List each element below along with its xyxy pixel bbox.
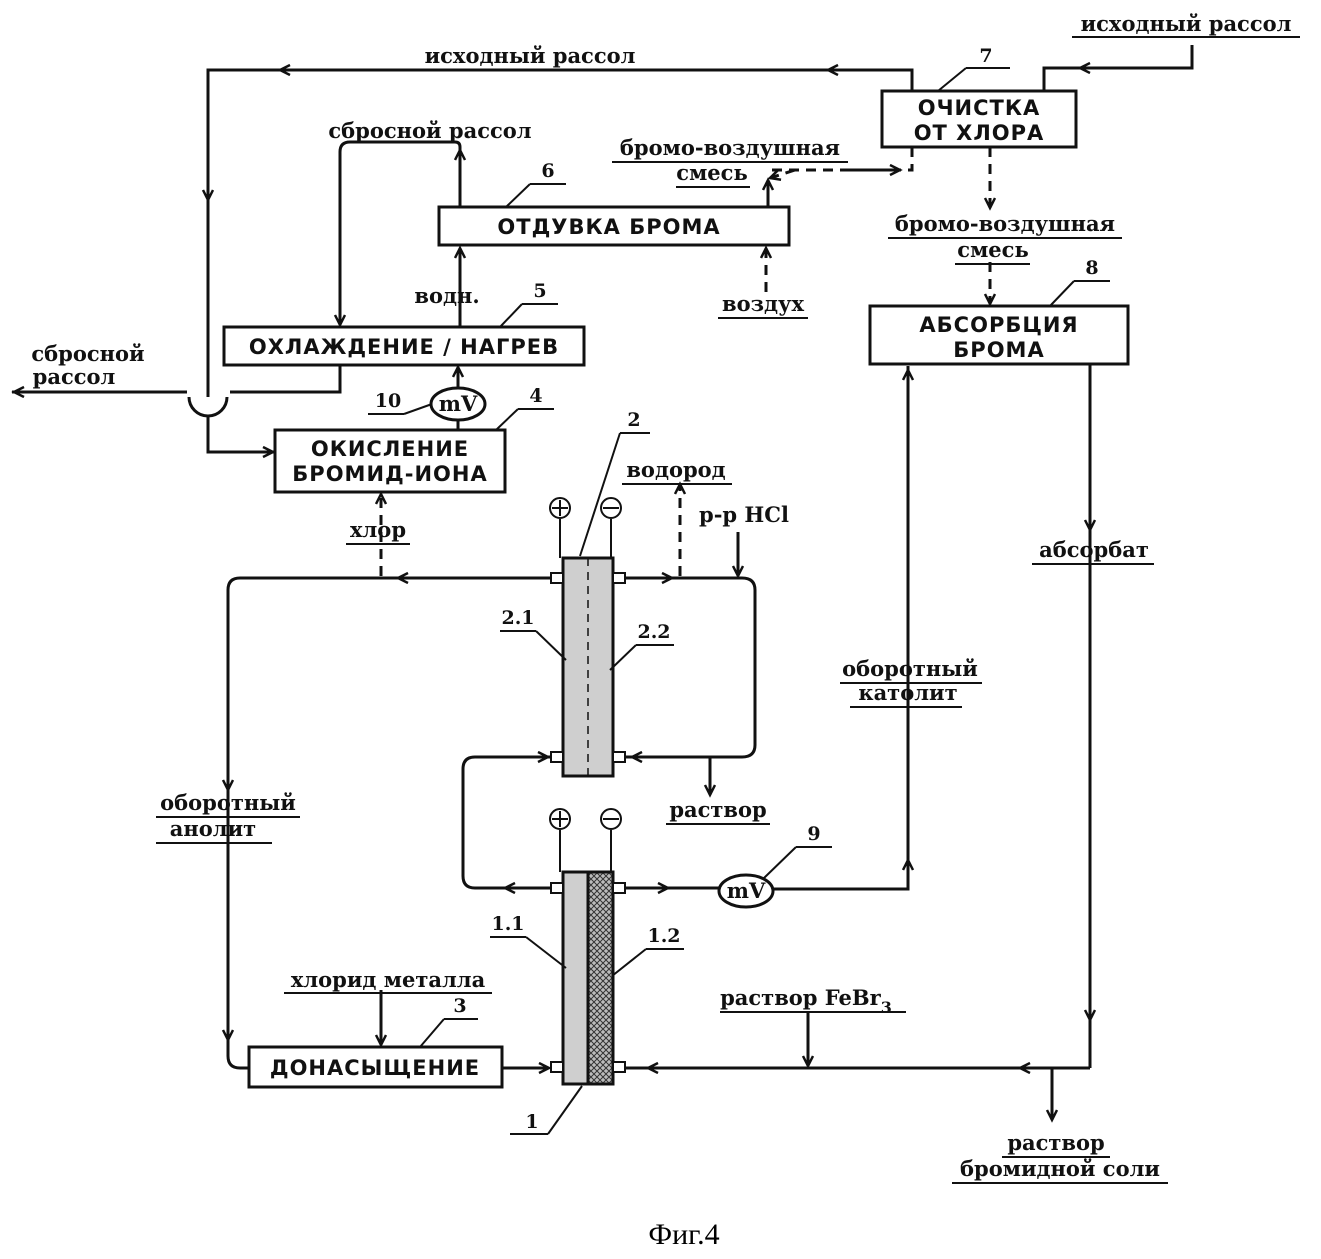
num-10: 10 [375,390,401,412]
line-anolyte-loop [228,578,551,1068]
box-3-label: ДОНАСЫЩЕНИЕ [270,1056,480,1080]
num-1-2: 1.2 [647,925,680,947]
electrolyzer-2 [551,519,625,776]
leader-10: 10 [368,390,432,414]
box-8-bromine-absorption: АБСОРБЦИЯ БРОМА [870,306,1128,364]
label-brine-in-left: исходный рассол [425,43,636,68]
terminal-plus-2 [550,498,570,518]
line-e2-cathode-loop [625,578,755,757]
leader-1-2: 1.2 [612,925,684,976]
box-4-bromide-oxidation: ОКИСЛЕНИЕ БРОМИД-ИОНА [275,430,505,492]
leader-4: 4 [496,385,554,430]
num-1: 1 [525,1111,538,1133]
num-3: 3 [453,995,466,1017]
label-hydrogen: водород [626,457,725,482]
leader-9: 9 [764,823,832,878]
num-8: 8 [1085,257,1098,279]
meter-9-label: mV [727,878,766,903]
label-solution: раствор [669,797,766,822]
label-bromo-air-2-line1: бромо-воздушная [895,211,1115,236]
box-7-label-line1: ОЧИСТКА [918,96,1041,120]
box-4-label-line2: БРОМИД-ИОНА [292,462,487,486]
leader-2: 2 [580,409,650,556]
label-bromide-line2: бромидной соли [960,1156,1160,1181]
label-water: водн. [414,283,479,308]
num-1-1: 1.1 [491,913,524,935]
label-bromo-air-1-line2: смесь [676,160,747,185]
label-anolyte-line1: оборотный [160,790,296,815]
num-9: 9 [807,823,820,845]
leader-2-2: 2.2 [610,621,674,670]
line-waste-brine-out [230,365,340,392]
box-7-label-line2: ОТ ХЛОРА [914,121,1045,145]
box-5-label: ОХЛАЖДЕНИЕ / НАГРЕВ [249,335,559,359]
leader-5: 5 [500,280,558,327]
line-to-box4 [208,416,275,452]
label-waste-brine-left-line2: рассол [33,364,116,389]
meter-9-mv: mV [719,875,773,907]
num-5: 5 [533,280,546,302]
label-chlorine: хлор [350,517,406,542]
leader-1-1: 1.1 [490,913,566,968]
box-6-label: ОТДУВКА БРОМА [497,215,720,239]
label-absorbate: абсорбат [1039,537,1149,562]
label-waste-brine-top: сбросной рассол [328,118,531,143]
label-bromo-air-2-line2: смесь [957,237,1028,262]
label-waste-brine-left-line1: сбросной [31,341,144,366]
num-2-2: 2.2 [637,621,670,643]
terminal-plus-1 [550,809,570,829]
leader-3: 3 [420,995,478,1047]
num-2-1: 2.1 [501,607,534,629]
line-e1-e2-anolyte [463,757,551,888]
label-air: воздух [722,291,804,316]
line-crossing-hop [189,397,227,416]
box-8-label-line2: БРОМА [953,338,1044,362]
electrolyzer-1 [551,830,625,1084]
leader-1: 1 [510,1086,582,1134]
box-8-label-line1: АБСОРБЦИЯ [919,313,1078,337]
label-brine-in-top: исходный рассол [1081,11,1292,36]
label-bromide-line1: раствор [1007,1130,1104,1155]
label-anolyte-line2: анолит [170,816,256,841]
label-bromo-air-1-line1: бромо-воздушная [620,135,840,160]
box-4-label-line1: ОКИСЛЕНИЕ [311,437,469,461]
leader-8: 8 [1050,257,1110,306]
line-catholyte-return [773,366,908,889]
meter-10-mv: mV [431,388,485,420]
box-3-resaturation: ДОНАСЫЩЕНИЕ [249,1047,502,1087]
terminal-minus-1 [601,809,621,829]
num-7: 7 [979,45,992,67]
leader-7: 7 [938,45,1010,91]
num-4: 4 [529,385,542,407]
leader-6: 6 [506,160,566,207]
box-5-cooling-heating: ОХЛАЖДЕНИЕ / НАГРЕВ [224,327,584,365]
terminal-minus-2 [601,498,621,518]
label-catholyte-line1: оборотный [842,656,978,681]
num-2: 2 [627,409,640,431]
figure-caption: Фиг.4 [648,1218,719,1251]
leader-2-1: 2.1 [500,607,566,660]
meter-10-label: mV [439,391,478,416]
label-hcl: р-р HCl [699,502,789,527]
label-metal-chloride: хлорид металла [291,967,486,992]
box-6-bromine-stripping: ОТДУВКА БРОМА [439,207,789,245]
num-6: 6 [541,160,554,182]
box-7-chlorine-removal: ОЧИСТКА ОТ ХЛОРА [882,91,1076,147]
